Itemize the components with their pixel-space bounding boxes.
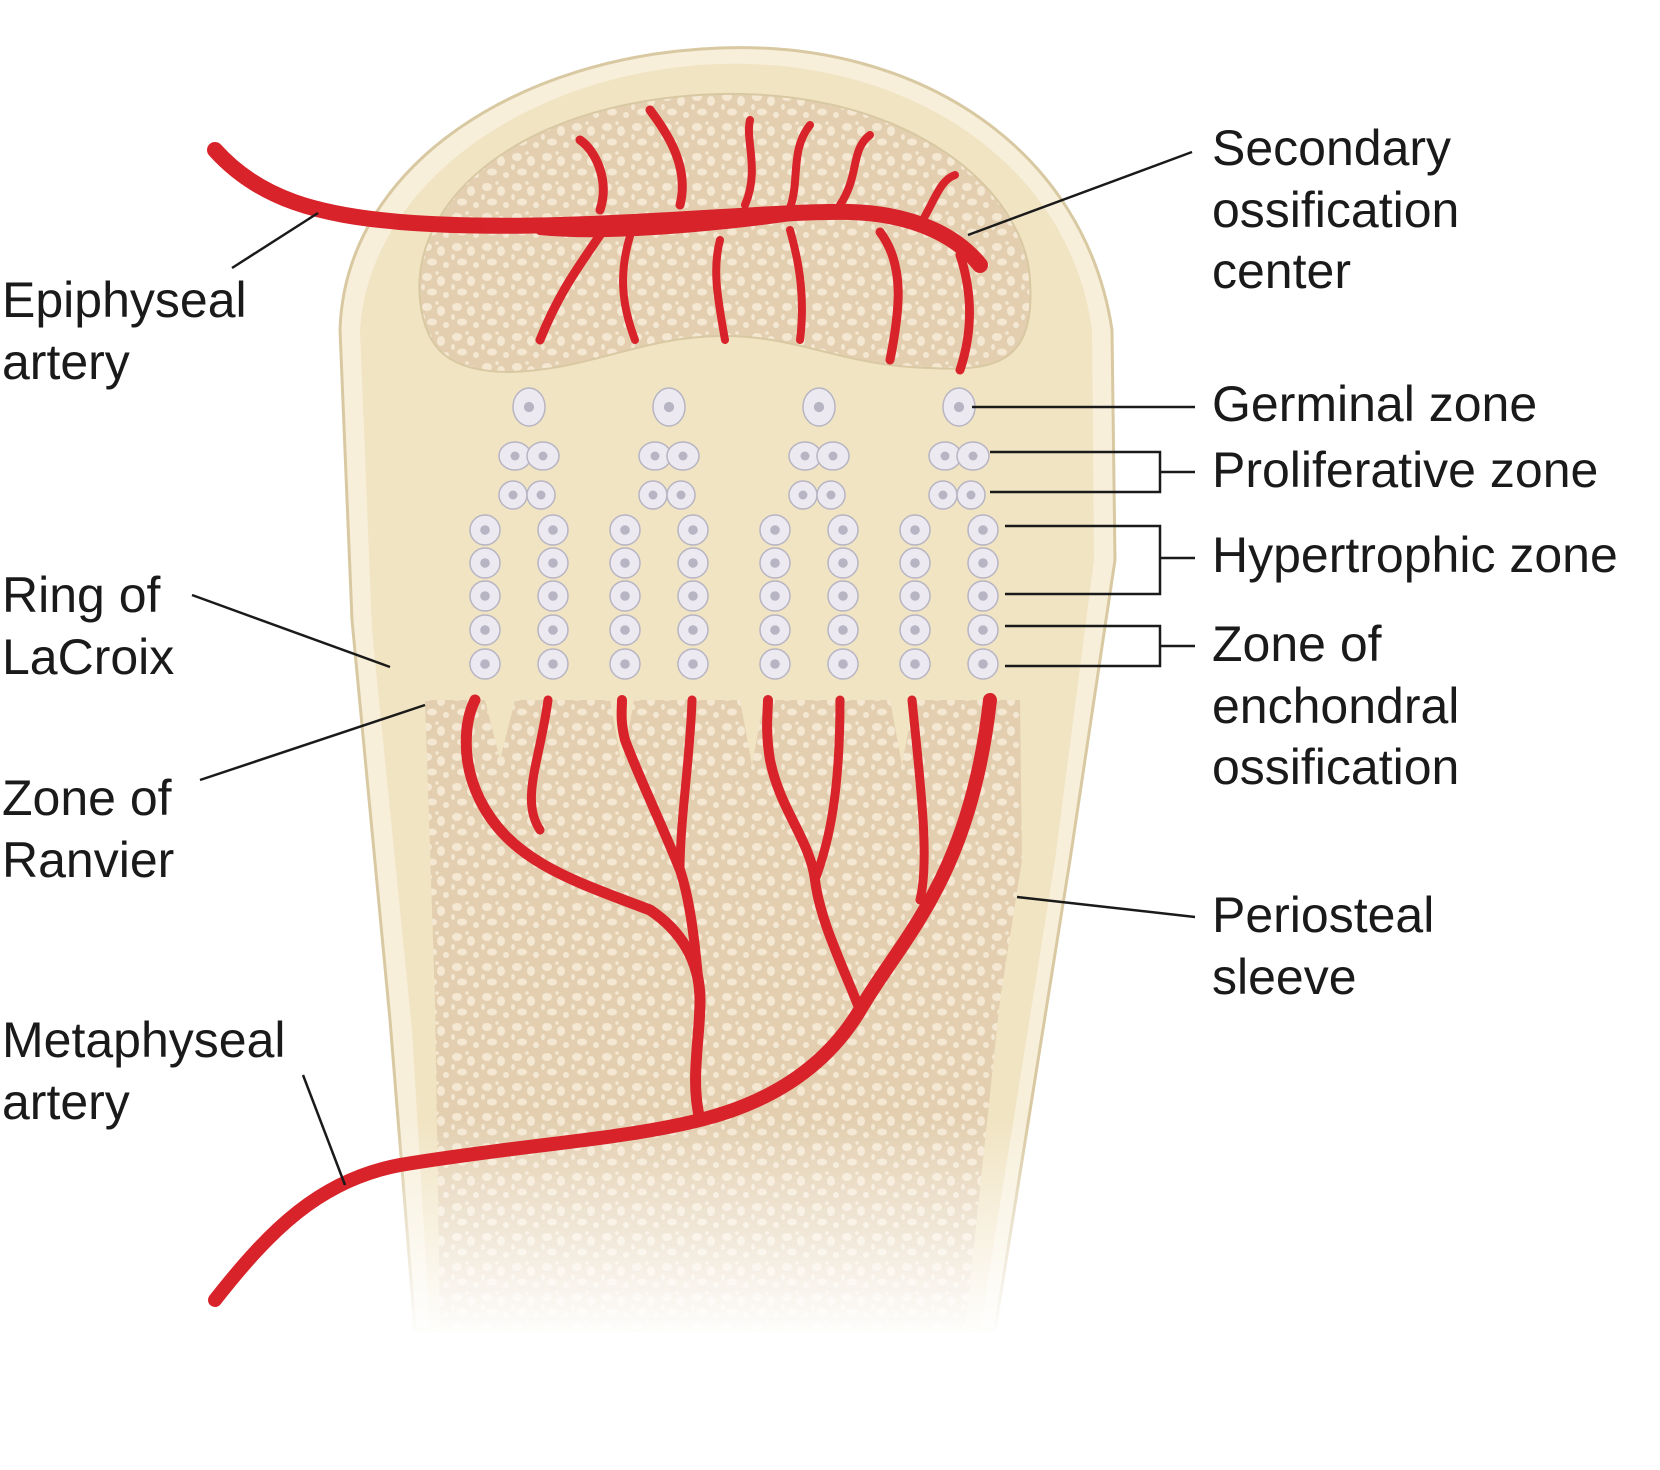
chondrocyte-nucleus	[910, 591, 920, 601]
chondrocyte-nucleus	[523, 401, 535, 413]
label-secondary-ossification-center: Secondary ossification center	[1212, 120, 1460, 299]
chondrocyte-nucleus	[480, 659, 490, 669]
chondrocyte-nucleus	[910, 625, 920, 635]
chondrocyte-nucleus	[770, 525, 780, 535]
chondrocyte-nucleus	[910, 525, 920, 535]
chondrocyte-nucleus	[548, 525, 558, 535]
chondrocyte-nucleus	[480, 558, 490, 568]
metaphyseal-artery-vessels	[208, 693, 997, 1307]
chondrocyte-nucleus	[800, 451, 810, 461]
chondrocyte-nucleus	[620, 525, 630, 535]
leader-zone-of-ranvier	[199, 703, 426, 782]
label-germinal-zone: Germinal zone	[1212, 376, 1538, 432]
leader-lines	[191, 150, 1196, 1186]
leader-secondary-ossification-center	[967, 150, 1193, 237]
chondrocyte-nucleus	[838, 625, 848, 635]
chondrocyte-nucleus	[480, 625, 490, 635]
chondrocyte-nucleus	[548, 558, 558, 568]
chondrocyte-nucleus	[676, 490, 686, 500]
label-zone-of-ranvier: Zone of Ranvier	[2, 770, 175, 888]
chondrocyte-nucleus	[978, 659, 988, 669]
label-ring-of-lacroix: Ring of LaCroix	[2, 567, 175, 685]
chondrocyte-nucleus	[938, 490, 948, 500]
chondrocyte-nucleus	[978, 591, 988, 601]
chondrocyte-nucleus	[548, 659, 558, 669]
chondrocyte-nucleus	[966, 490, 976, 500]
chondrocyte-nucleus	[940, 451, 950, 461]
chondrocyte-nucleus	[688, 558, 698, 568]
chondrocyte-nucleus	[910, 659, 920, 669]
secondary-ossification-center-shape	[418, 92, 1032, 374]
chondrocyte-nucleus	[538, 451, 548, 461]
chondrocyte-nucleus	[663, 401, 675, 413]
chondrocyte-nucleus	[813, 401, 825, 413]
chondrocyte-nucleus	[548, 625, 558, 635]
chondrocyte-nucleus	[798, 490, 808, 500]
chondrocyte-nucleus	[536, 490, 546, 500]
chondrocyte-nucleus	[838, 659, 848, 669]
chondrocyte-nucleus	[620, 659, 630, 669]
chondrocyte-nucleus	[678, 451, 688, 461]
label-hypertrophic-zone: Hypertrophic zone	[1212, 527, 1618, 583]
leader-ring-of-lacroix	[191, 593, 391, 669]
leader-epiphyseal-artery	[231, 211, 319, 270]
chondrocyte-nucleus	[770, 625, 780, 635]
chondrocyte-nucleus	[688, 591, 698, 601]
chondrocyte-nucleus	[770, 659, 780, 669]
chondrocyte-nucleus	[770, 558, 780, 568]
chondrocyte-nucleus	[480, 525, 490, 535]
chondrocyte-nucleus	[688, 625, 698, 635]
chondrocyte-nucleus	[620, 625, 630, 635]
chondrocyte-nucleus	[838, 558, 848, 568]
chondrocyte-nucleus	[648, 490, 658, 500]
chondrocyte-nucleus	[508, 490, 518, 500]
chondrocyte-nucleus	[688, 659, 698, 669]
chondrocyte-nucleus	[978, 625, 988, 635]
chondrocyte-nucleus	[650, 451, 660, 461]
label-zone-of-enchondral-ossification: Zone of enchondral ossification	[1212, 616, 1460, 795]
chondrocyte-nucleus	[953, 401, 965, 413]
chondrocyte-nucleus	[828, 451, 838, 461]
chondrocyte-nucleus	[620, 558, 630, 568]
chondrocyte-nucleus	[910, 558, 920, 568]
chondrocyte-nucleus	[620, 591, 630, 601]
chondrocyte-nucleus	[510, 451, 520, 461]
chondrocyte-nucleus	[978, 525, 988, 535]
chondrocyte-nucleus	[688, 525, 698, 535]
chondrocyte-nucleus	[978, 558, 988, 568]
leader-metaphyseal-artery	[301, 1074, 347, 1186]
label-proliferative-zone: Proliferative zone	[1212, 442, 1599, 498]
chondrocyte-nucleus	[770, 591, 780, 601]
chondrocyte-nucleus	[826, 490, 836, 500]
chondrocyte-nucleus	[838, 525, 848, 535]
label-metaphyseal-artery: Metaphyseal artery	[2, 1012, 286, 1130]
leader-hypertrophic-zone-bracket	[1005, 524, 1162, 596]
chondrocyte-columns	[469, 387, 999, 680]
label-epiphyseal-artery: Epiphyseal artery	[2, 272, 247, 390]
chondrocyte-nucleus	[548, 591, 558, 601]
leader-periosteal-sleeve	[1016, 895, 1196, 919]
chondrocyte-nucleus	[480, 591, 490, 601]
chondrocyte-nucleus	[838, 591, 848, 601]
epiphyseal-artery-vessels	[207, 105, 988, 375]
label-periosteal-sleeve: Periosteal sleeve	[1212, 887, 1435, 1005]
chondrocyte-nucleus	[968, 451, 978, 461]
